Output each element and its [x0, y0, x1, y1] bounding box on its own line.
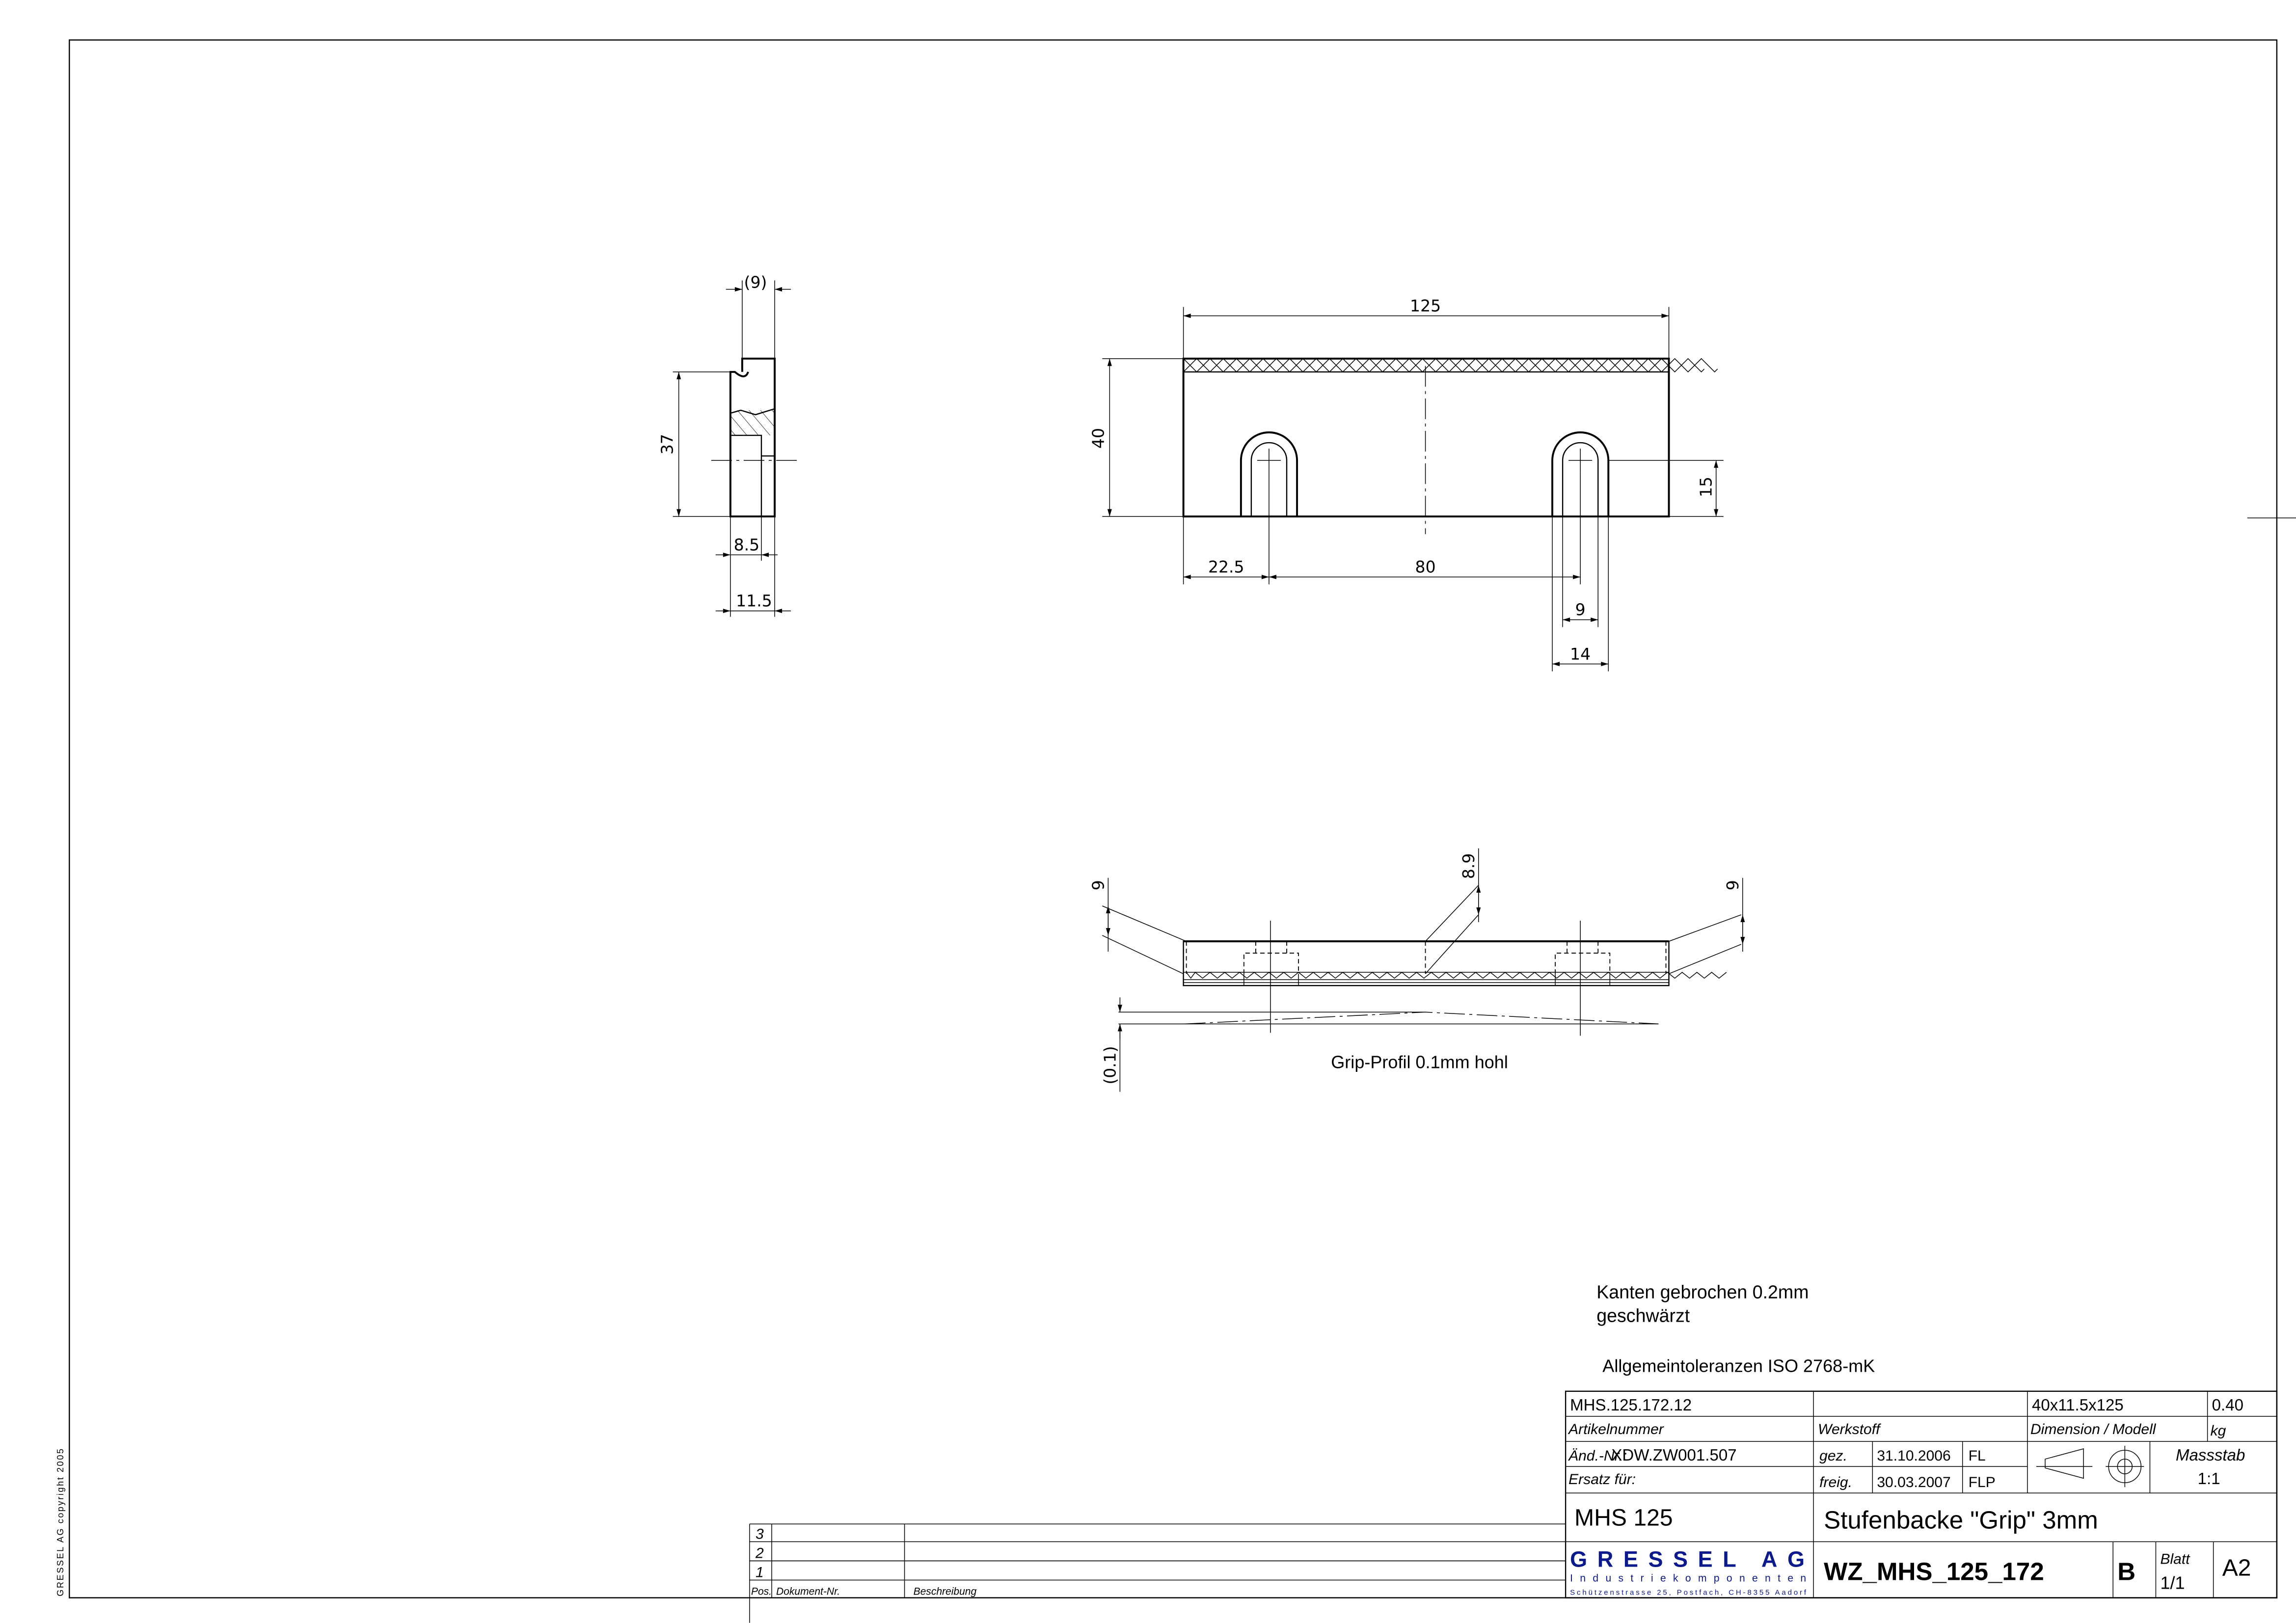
projection-symbol-icon	[2036, 1445, 2144, 1488]
change-number: XDW.ZW001.507	[1611, 1446, 1736, 1464]
front-dim-slot-inner: 9	[1575, 600, 1586, 619]
header-pos: Pos.	[751, 1586, 772, 1597]
sheet-label: Blatt	[2160, 1551, 2190, 1567]
bottom-view: 9 8.9 9 (0.1) Grip-Profil 0.1mm hohl	[1088, 848, 1745, 1092]
article-number: MHS.125.172.12	[1570, 1396, 1692, 1414]
title-block: MHS.125.172.12 40x11.5x125 0.40 Artikeln…	[1565, 1390, 2278, 1598]
sheet-border	[69, 39, 2278, 1598]
bottom-dim-profile: (0.1)	[1100, 1046, 1119, 1084]
dimension-label: Dimension / Modell	[2030, 1421, 2157, 1437]
header-desc: Beschreibung	[914, 1586, 977, 1597]
drawing-number: WZ_MHS_125_172	[1824, 1558, 2044, 1586]
bottom-dim-right: 9	[1723, 880, 1742, 890]
weight-value: 0.40	[2212, 1396, 2243, 1414]
note-tolerances: Allgemeintoleranzen ISO 2768-mK	[1602, 1356, 1875, 1376]
revision-row-1: 1	[756, 1565, 764, 1581]
front-view: 125 40 15 22.5 80 9 14	[1088, 296, 1724, 671]
bottom-dim-left: 9	[1088, 880, 1107, 890]
scale-label: Massstab	[2176, 1446, 2245, 1464]
released-label: freig.	[1819, 1474, 1852, 1490]
revision-table: 3 2 1 Pos. Dokument-Nr. Beschreibung	[749, 1523, 1566, 1623]
material-label: Werkstoff	[1818, 1421, 1881, 1437]
front-dim-length: 125	[1410, 296, 1441, 316]
part-description: Stufenbacke "Grip" 3mm	[1824, 1506, 2098, 1534]
notes: Kanten gebrochen 0.2mm geschwärzt Allgem…	[1596, 1281, 1875, 1376]
note-blackened: geschwärzt	[1596, 1305, 1690, 1326]
side-dim-height: 37	[658, 434, 677, 454]
revision-row-2: 2	[755, 1545, 764, 1561]
front-dim-edge: 22.5	[1208, 558, 1244, 577]
replacement-label: Ersatz für:	[1568, 1471, 1636, 1488]
side-dim-total: 11.5	[736, 591, 772, 611]
product-name: MHS 125	[1574, 1504, 1673, 1531]
company-logo: GRESSEL AG Industriekomponenten Schützen…	[1570, 1546, 1807, 1596]
note-edges: Kanten gebrochen 0.2mm	[1596, 1281, 1809, 1302]
front-dim-height: 40	[1088, 428, 1107, 449]
scale-value: 1:1	[2198, 1470, 2220, 1488]
company-subtitle: Industriekomponenten	[1570, 1573, 1806, 1584]
sheet-value: 1/1	[2160, 1573, 2185, 1593]
copyright-notice: GRESSEL AG copyright 2005	[55, 1449, 65, 1596]
company-name: GRESSEL AG	[1570, 1546, 1806, 1571]
paper-format: A2	[2222, 1554, 2251, 1581]
weight-unit: kg	[2211, 1423, 2226, 1439]
revision-letter: B	[2117, 1558, 2135, 1586]
dimension-value: 40x11.5x125	[2032, 1396, 2124, 1414]
change-label: Änd.-Nr.:	[1567, 1448, 1627, 1464]
bottom-dim-center: 8.9	[1459, 853, 1478, 879]
header-doc: Dokument-Nr.	[776, 1586, 840, 1597]
article-label: Artikelnummer	[1567, 1421, 1665, 1437]
released-date: 30.03.2007	[1877, 1474, 1950, 1490]
company-address: Schützenstrasse 25, Postfach, CH-8355 Aa…	[1570, 1589, 1807, 1597]
profile-caption: Grip-Profil 0.1mm hohl	[1331, 1052, 1508, 1072]
revision-row-3: 3	[756, 1526, 764, 1542]
released-by: FLP	[1969, 1474, 1996, 1490]
front-dim-slot-height: 15	[1697, 477, 1716, 497]
side-dim-top: (9)	[744, 272, 767, 292]
front-dim-slot-outer: 14	[1570, 644, 1591, 664]
front-dim-pitch: 80	[1415, 558, 1436, 577]
drawn-label: gez.	[1819, 1448, 1847, 1464]
drawn-by: FL	[1969, 1448, 1986, 1464]
side-dim-inner: 8.5	[734, 535, 760, 554]
drawn-date: 31.10.2006	[1877, 1448, 1950, 1464]
side-view: (9) 37 8.5 11.5	[658, 272, 797, 617]
